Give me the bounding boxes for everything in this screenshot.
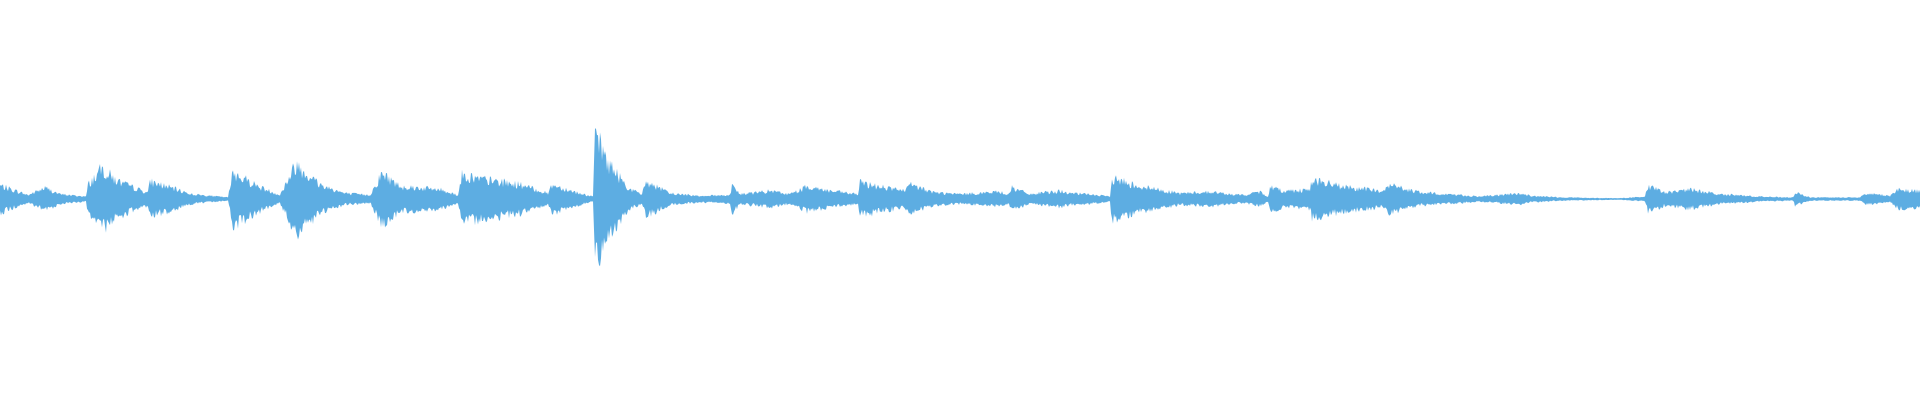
waveform-shape [0,128,1920,267]
